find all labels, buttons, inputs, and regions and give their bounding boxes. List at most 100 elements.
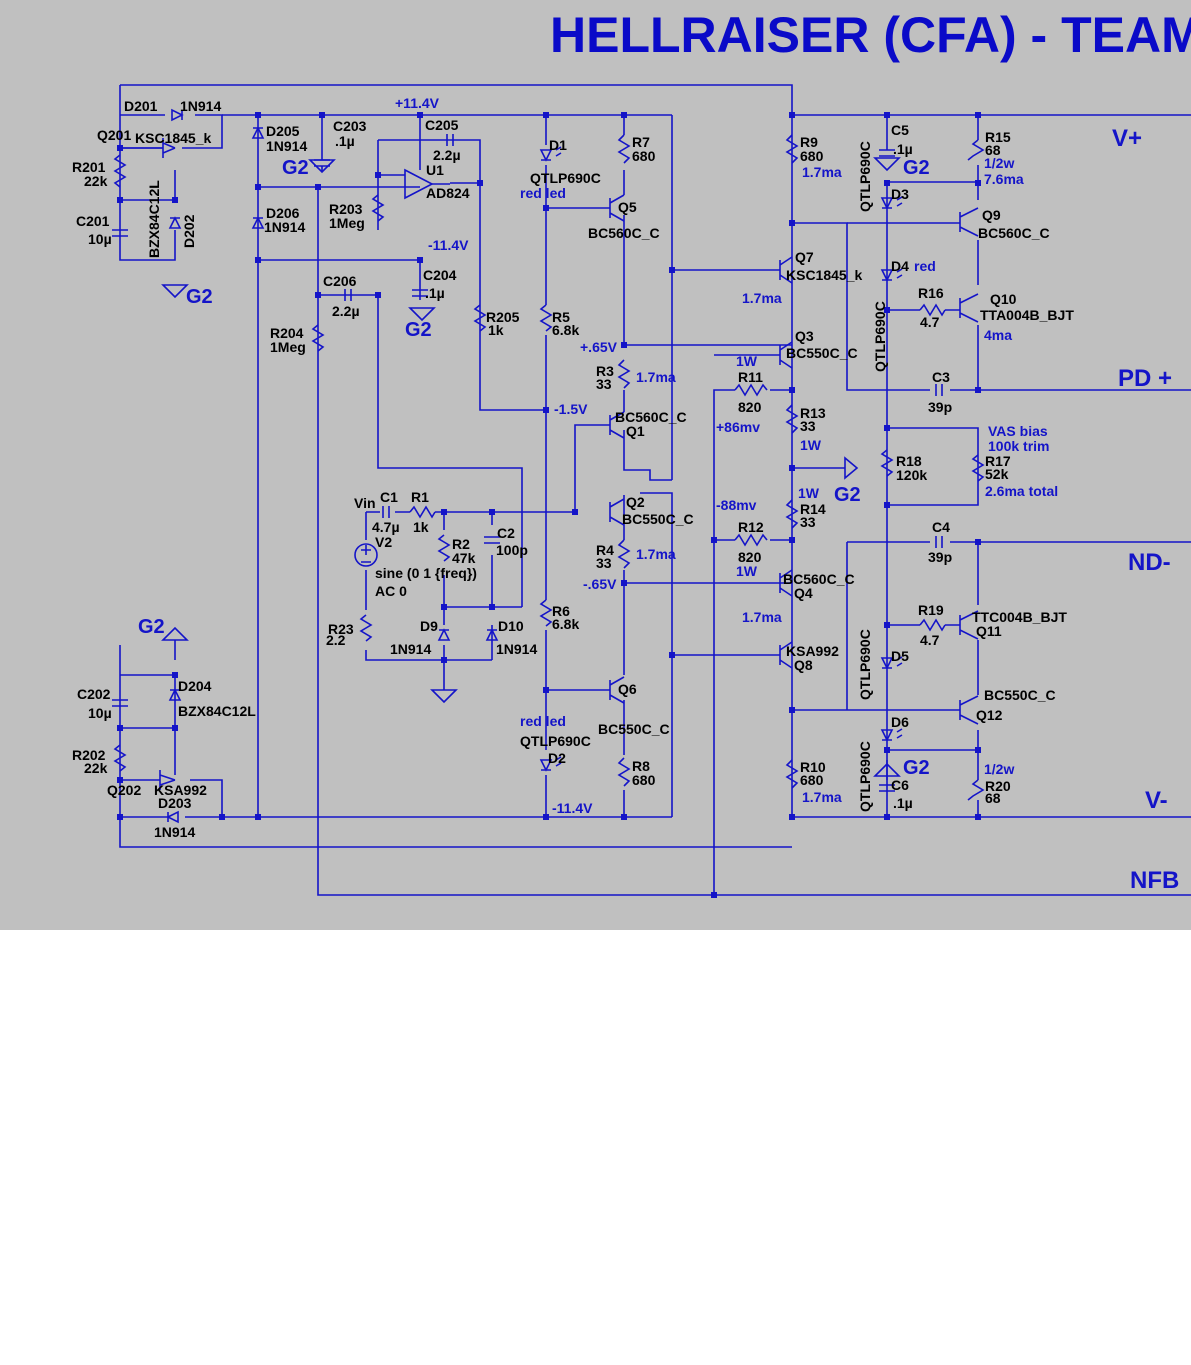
label-r9v: 680	[800, 148, 824, 164]
label-r7: R7	[632, 134, 650, 150]
label-redled1: red led	[520, 185, 566, 201]
label-q1v: BC560C_C	[615, 409, 687, 425]
label-q10: Q10	[990, 291, 1017, 307]
label-bzx1: BZX84C12L	[146, 180, 162, 258]
net-g2-g: G2	[903, 757, 930, 779]
label-q202: Q202	[107, 782, 141, 798]
label-q3v: BC550C_C	[786, 345, 858, 361]
label-r11v: 820	[738, 399, 762, 415]
label-r2: R2	[452, 536, 470, 552]
label-r201: R201	[72, 159, 106, 175]
label-r202v: 22k	[84, 760, 108, 776]
label-c203v: .1µ	[335, 133, 355, 149]
label-d204: D204	[178, 678, 212, 694]
label-d201v: 1N914	[180, 98, 221, 114]
label-sine: sine (0 1 {freq})	[375, 565, 477, 581]
net-g2-c: G2	[405, 319, 432, 341]
label-q7v: KSC1845_k	[786, 267, 862, 283]
label-d206: D206	[266, 205, 300, 221]
label-c6v: .1µ	[893, 795, 913, 811]
label-c201v: 10µ	[88, 231, 112, 247]
label-r5: R5	[552, 309, 570, 325]
label-r9: R9	[800, 134, 818, 150]
label-d2v: QTLP690C	[520, 733, 591, 749]
label-q2v: BC550C_C	[622, 511, 694, 527]
ann-vas-trim: 100k trim	[988, 438, 1049, 454]
label-d205: D205	[266, 123, 300, 139]
label-r201v: 22k	[84, 173, 108, 189]
label-q3: Q3	[795, 328, 814, 344]
net-m88: -88mv	[716, 497, 757, 513]
label-r203v: 1Meg	[329, 215, 365, 231]
net-p065: +.65V	[580, 339, 618, 355]
label-q2: Q2	[626, 494, 645, 510]
label-r4v: 33	[596, 555, 612, 571]
label-d9: D9	[420, 618, 438, 634]
label-ac0: AC 0	[375, 583, 407, 599]
source-symbol	[354, 543, 378, 567]
resistor-symbols	[113, 134, 985, 801]
ann-ma-r10: 1.7ma	[802, 789, 842, 805]
label-qtlp-d4: QTLP690C	[872, 301, 888, 372]
net-g2-f: G2	[903, 157, 930, 179]
net-m11a: -11.4V	[428, 237, 469, 253]
net-g2-d: G2	[138, 616, 165, 638]
label-q202v: KSA992	[154, 782, 207, 798]
label-r16: R16	[918, 285, 944, 301]
ann-ma-r15: 7.6ma	[984, 171, 1024, 187]
label-qtlp-d5: QTLP690C	[857, 629, 873, 700]
label-v2: V2	[375, 534, 392, 550]
label-q5: Q5	[618, 199, 637, 215]
label-d1v: QTLP690C	[530, 170, 601, 186]
label-c5: C5	[891, 122, 909, 138]
label-r11: R11	[738, 369, 763, 385]
ann-ma-q10: 4ma	[984, 327, 1012, 343]
ann-ma-r3: 1.7ma	[636, 369, 676, 385]
ann-vas-total: 2.6ma total	[985, 483, 1058, 499]
label-q6: Q6	[618, 681, 637, 697]
label-c202v: 10µ	[88, 705, 112, 721]
label-r13: R13	[800, 405, 826, 421]
ann-w-r11: 1W	[736, 353, 758, 369]
label-c206: C206	[323, 273, 357, 289]
net-p11: +11.4V	[395, 95, 440, 111]
net-p86: +86mv	[716, 419, 760, 435]
label-c204: C204	[423, 267, 457, 283]
label-r8: R8	[632, 758, 650, 774]
label-r203: R203	[329, 201, 363, 217]
label-c4: C4	[932, 519, 950, 535]
label-u1v: AD824	[426, 185, 470, 201]
label-d206v: 1N914	[264, 219, 305, 235]
ann-ma-r9: 1.7ma	[802, 164, 842, 180]
label-c6: C6	[891, 777, 909, 793]
label-q5v: BC560C_C	[588, 225, 660, 241]
opamp-symbol	[404, 168, 450, 200]
net-g2-e: G2	[834, 484, 861, 506]
ann-w-r14: 1W	[798, 485, 820, 501]
label-r8v: 680	[632, 772, 656, 788]
label-c202: C202	[77, 686, 111, 702]
net-m15: -1.5V	[554, 401, 588, 417]
label-q201: Q201	[97, 127, 131, 143]
net-m065: -.65V	[583, 576, 617, 592]
label-c3v: 39p	[928, 399, 952, 415]
net-g2-a: G2	[282, 157, 309, 179]
label-d9v: 1N914	[390, 641, 431, 657]
label-r205: R205	[486, 309, 520, 325]
label-c2: C2	[497, 525, 515, 541]
label-d10: D10	[498, 618, 524, 634]
label-r204v: 1Meg	[270, 339, 306, 355]
label-r16v: 4.7	[920, 314, 940, 330]
net-m11b: -11.4V	[552, 800, 593, 816]
label-q9: Q9	[982, 207, 1001, 223]
schematic-title: HELLRAISER (CFA) - TEAM	[550, 7, 1191, 63]
label-q9v: BC560C_C	[978, 225, 1050, 241]
label-vin: Vin	[354, 495, 376, 511]
label-c205v: 2.2µ	[433, 147, 461, 163]
ann-w-r12: 1W	[736, 563, 758, 579]
label-r15v: 68	[985, 142, 1001, 158]
ann-ma-r4: 1.7ma	[636, 546, 676, 562]
label-r17: R17	[985, 453, 1011, 469]
label-r20v: 68	[985, 790, 1001, 806]
rail-nfb: NFB	[1130, 867, 1179, 894]
